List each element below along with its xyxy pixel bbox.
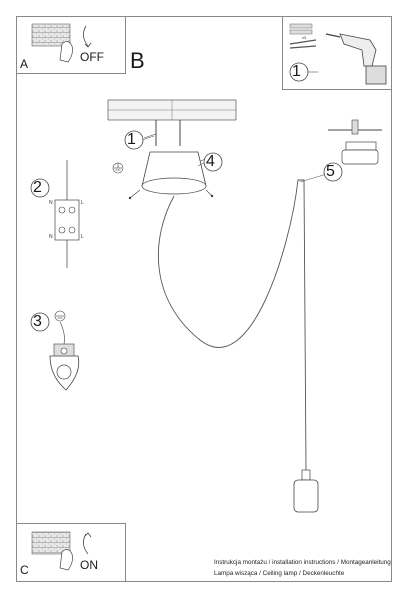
- ground-connection-icon: [49, 310, 80, 391]
- anchor-count-label: x3: [302, 35, 307, 40]
- ground-icon: [112, 162, 124, 174]
- canopy-icon: [128, 151, 214, 200]
- step-a-label: A: [20, 57, 29, 71]
- caption-product: Lampa wisząca / Ceiling lamp / Deckenleu…: [214, 570, 345, 577]
- pendant-cable: [157, 179, 307, 471]
- terminal-block-icon: [54, 160, 80, 268]
- step-number-5: 5: [326, 163, 335, 180]
- tools-step-number: 1: [292, 63, 301, 80]
- ceiling-fixing-detail-icon: [328, 119, 382, 165]
- terminal-l-bottom: L: [81, 234, 84, 240]
- step-number-1: 1: [127, 131, 136, 148]
- step-c-label: C: [20, 563, 29, 577]
- drill-icon: [325, 33, 387, 85]
- caption-instructions: Instrukcja montażu / installation instru…: [214, 559, 391, 566]
- instruction-frame: [16, 16, 392, 582]
- step-number-2: 2: [33, 179, 42, 196]
- wall-switch-on-icon: [31, 531, 92, 571]
- mounting-hardware-icon: [289, 23, 317, 49]
- step-b-label: B: [130, 48, 145, 73]
- step-number-3: 3: [33, 313, 42, 330]
- step-number-4: 4: [206, 153, 215, 170]
- terminal-l-top: L: [81, 200, 84, 206]
- switch-on-label: ON: [80, 558, 98, 572]
- wall-switch-off-icon: [31, 23, 92, 63]
- switch-off-label: OFF: [80, 50, 104, 64]
- lamp-holder-icon: [293, 469, 319, 513]
- terminal-n-top: N: [49, 200, 53, 206]
- step-number-circles: [30, 62, 343, 332]
- ceiling-icon: [107, 99, 237, 121]
- terminal-n-bottom: N: [49, 234, 53, 240]
